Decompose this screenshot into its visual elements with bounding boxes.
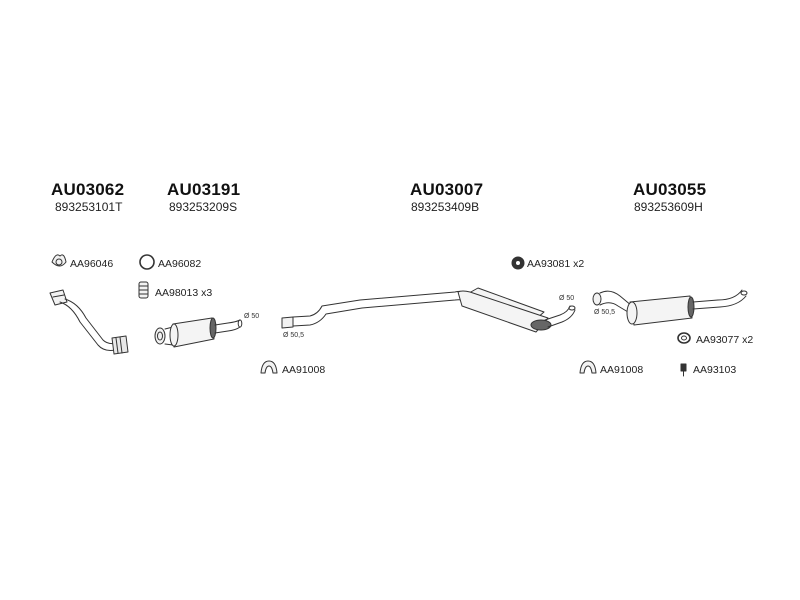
clamp-icon [511, 256, 525, 270]
accessory-label: AA96082 [158, 258, 202, 270]
diameter-label: Ø 50,5 [594, 309, 616, 316]
ring-icon [677, 332, 691, 344]
accessory-label: AA93081 x2 [527, 258, 585, 270]
hanger-clamp-icon [579, 360, 597, 374]
part-code-front-pipe: AU03062 [51, 180, 125, 199]
oem-code-front-silencer: 893253209S [169, 200, 238, 214]
hanger-clamp-icon [260, 360, 278, 374]
rear-silencer-drawing [592, 289, 748, 326]
front-silencer-drawing [154, 317, 243, 348]
oem-code-front-pipe: 893253101T [55, 200, 123, 214]
spring-icon [138, 281, 149, 299]
accessory-label: AA91008 [600, 364, 644, 376]
part-code-front-silencer: AU03191 [167, 180, 241, 199]
gasket-icon [51, 254, 67, 267]
middle-silencer-drawing [281, 287, 576, 333]
diameter-label: Ø 50,5 [283, 332, 305, 339]
oem-code-rear-silencer: 893253609H [634, 200, 703, 214]
diameter-label: Ø 50 [559, 295, 575, 302]
rubber-mount-icon [680, 363, 687, 377]
accessory-label: AA96046 [70, 258, 114, 270]
oem-code-middle-silencer: 893253409B [411, 200, 480, 214]
ring-icon [139, 254, 155, 270]
part-code-middle-silencer: AU03007 [410, 180, 484, 199]
diameter-label: Ø 50 [244, 313, 260, 320]
accessory-label: AA93103 [693, 364, 737, 376]
accessory-label: AA98013 x3 [155, 287, 213, 299]
accessory-label: AA91008 [282, 364, 326, 376]
front-pipe-drawing [49, 289, 129, 355]
accessory-label: AA93077 x2 [696, 334, 754, 346]
part-code-rear-silencer: AU03055 [633, 180, 707, 199]
